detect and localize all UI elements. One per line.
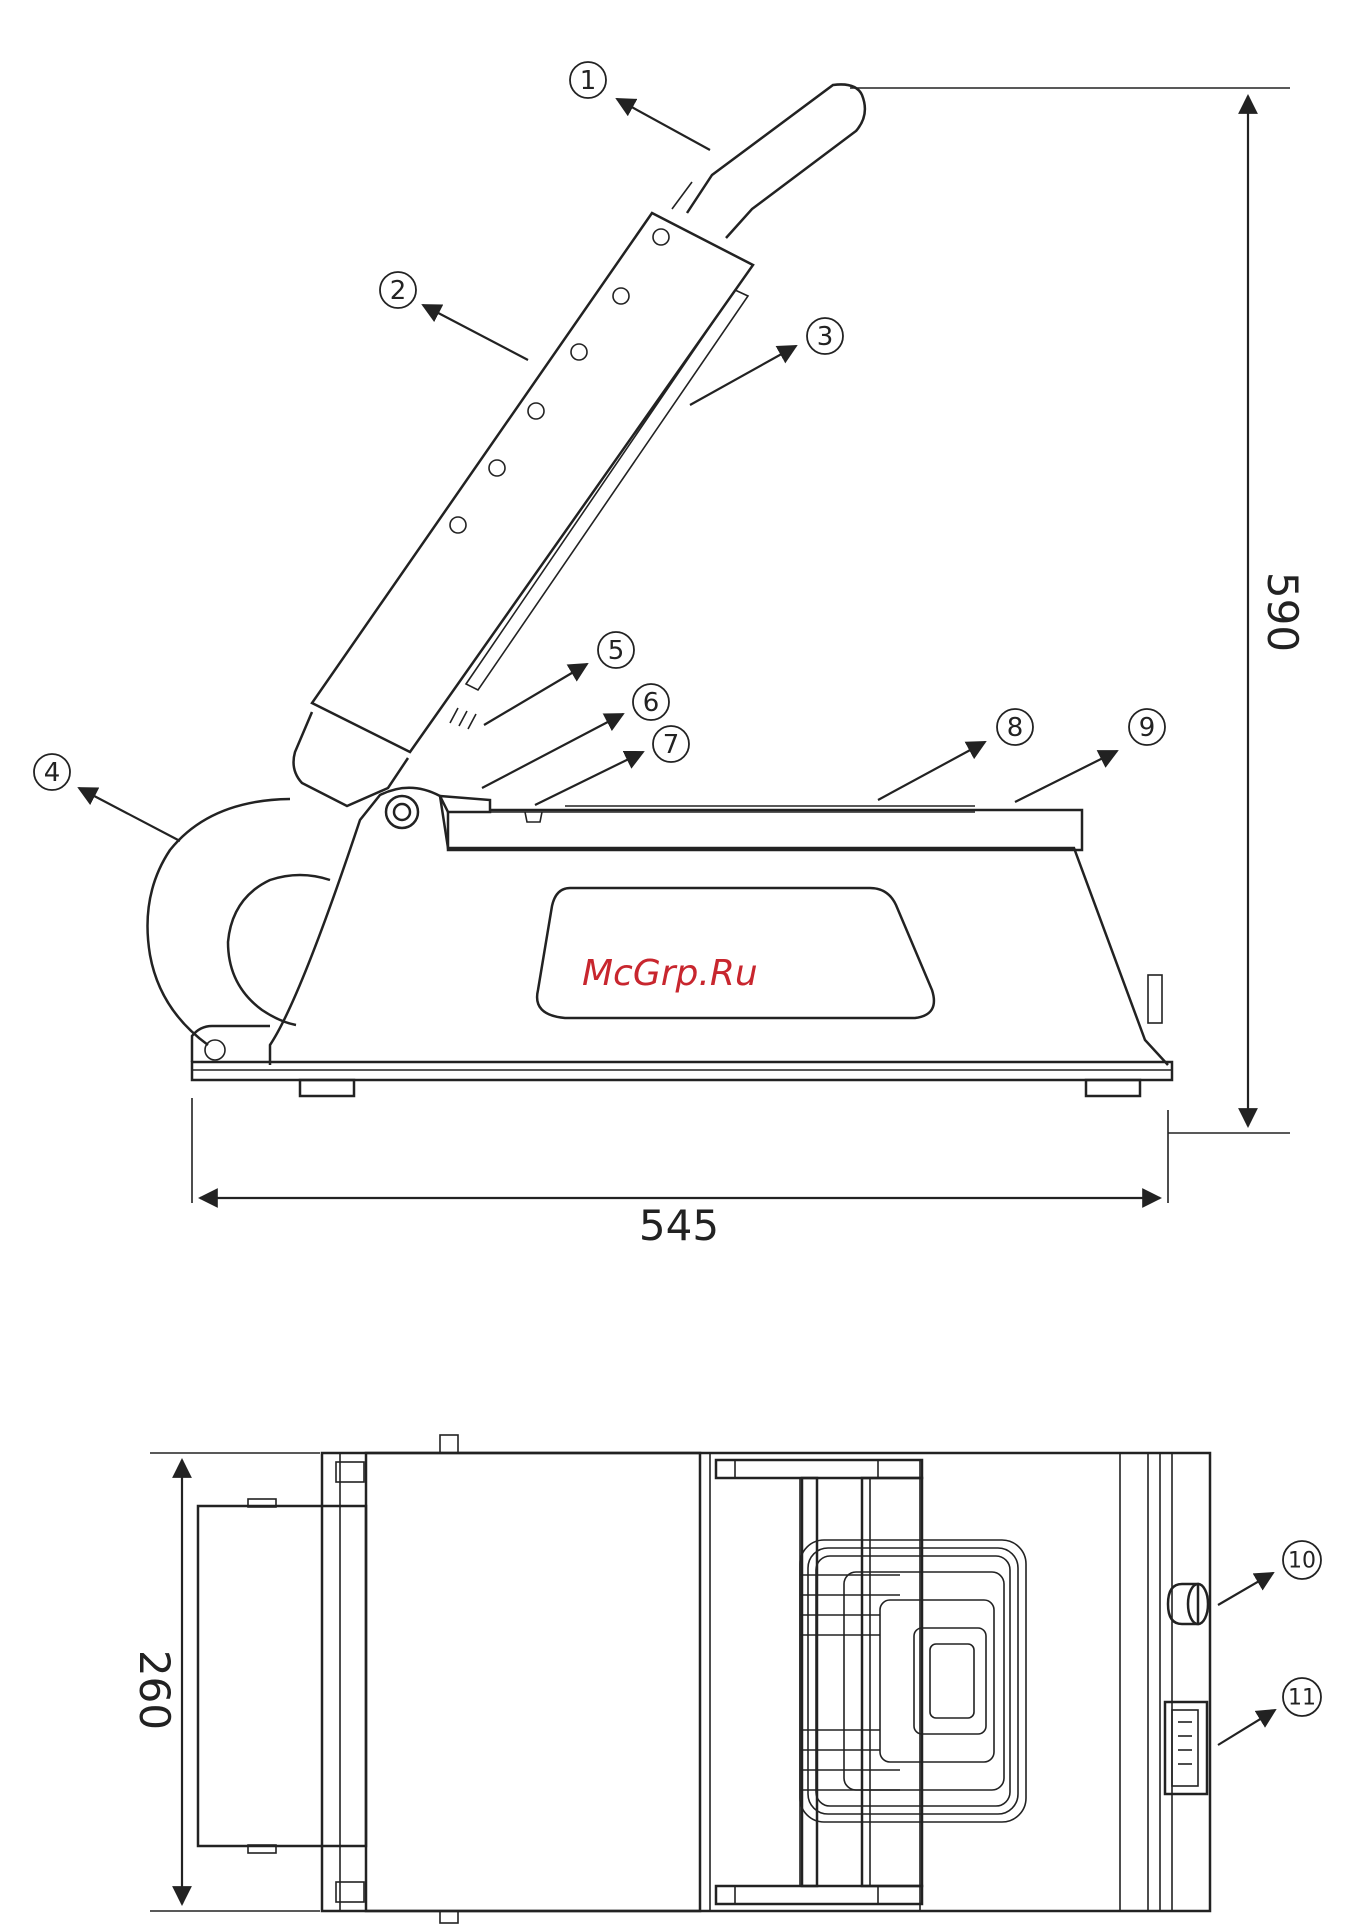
callout-8: 8 [997,709,1033,745]
width-label: 545 [639,1201,719,1250]
callout-5-label: 5 [608,636,625,666]
foot [1086,1080,1140,1096]
height-dimension: 590 [850,88,1307,1133]
tray-ribs [800,1575,900,1790]
handle-arm [294,213,753,806]
callout-8-label: 8 [1007,713,1024,743]
handle-grip [672,84,865,238]
pivot-bolt [386,796,418,828]
callout-6: 6 [633,684,669,720]
callout-9-label: 9 [1139,713,1156,743]
callout-3-label: 3 [817,322,834,352]
width-dimension: 545 [192,1098,1168,1250]
callout-7: 7 [653,726,689,762]
mount-hole [205,1040,225,1060]
callout-11: 11 [1283,1678,1321,1716]
callout-5: 5 [598,632,634,668]
depth-label: 260 [130,1650,179,1730]
callout-11-label: 11 [1288,1686,1316,1711]
callout-9: 9 [1129,709,1165,745]
depth-dimension: 260 [130,1453,320,1911]
watermark: McGrp.Ru [582,953,758,994]
side-view: McGrp.Ru 590 545 [148,84,1308,1250]
callout-2-label: 2 [390,276,407,306]
handle-top [366,1453,700,1911]
callout-3: 3 [807,318,843,354]
callout-4-label: 4 [44,758,61,788]
top-outline [322,1453,1210,1911]
callout-2: 2 [380,272,416,308]
callout-4: 4 [34,754,70,790]
callout-1: 1 [570,62,606,98]
callout-7-label: 7 [663,730,680,760]
callout-1-label: 1 [580,66,597,96]
top-view: 260 [130,1435,1210,1923]
callout-10: 10 [1283,1541,1321,1579]
height-label: 590 [1258,572,1307,652]
side-knob [1148,975,1162,1023]
foot [300,1080,354,1096]
callout-6-label: 6 [643,688,660,718]
callout-10-label: 10 [1288,1549,1316,1574]
base-body [192,788,1172,1096]
clamp-bottom [716,1886,922,1904]
pivot-bolt-inner [394,804,410,820]
clamp-top [716,1460,922,1478]
counterweight-ring [148,799,331,1045]
